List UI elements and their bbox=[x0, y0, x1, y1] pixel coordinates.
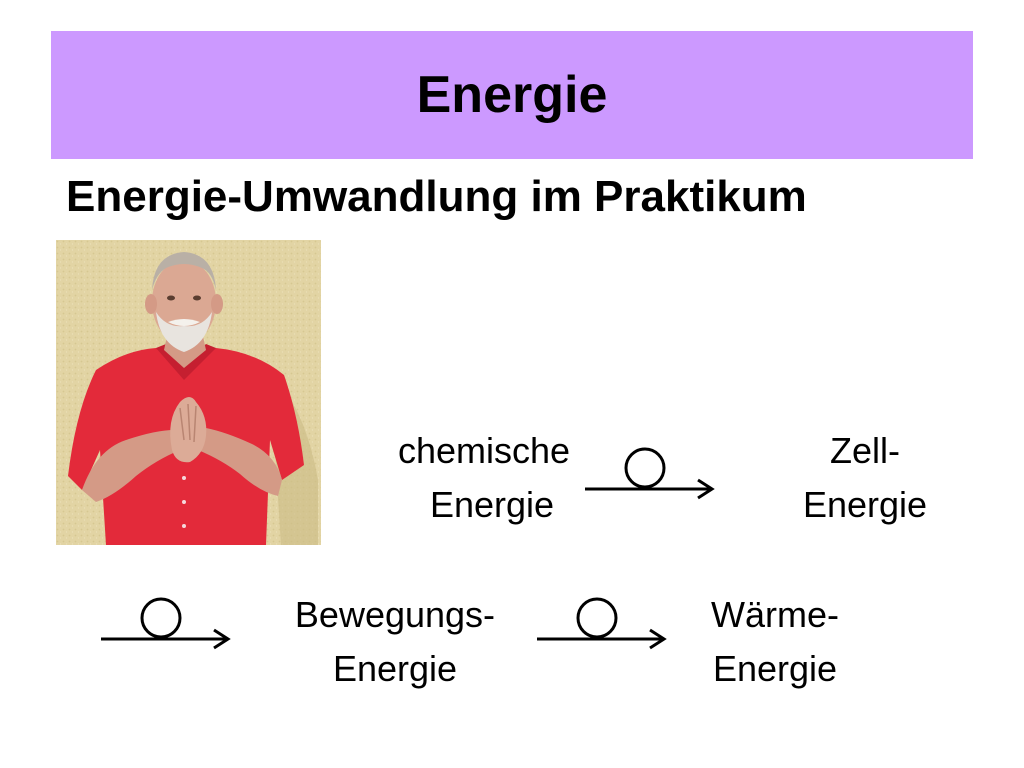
slide-subtitle: Energie-Umwandlung im Praktikum bbox=[66, 172, 807, 221]
conversion-arrow-1 bbox=[585, 447, 715, 500]
label-chemical-energy: chemische Energie bbox=[380, 424, 588, 532]
label-chemical-line2: Energie bbox=[429, 484, 555, 525]
face bbox=[152, 260, 216, 344]
label-motion-line2: Energie bbox=[332, 648, 458, 689]
label-motion-line1: Bewegungs- bbox=[294, 594, 496, 635]
label-heat-line1: Wärme- bbox=[711, 594, 839, 635]
white-beard bbox=[156, 312, 212, 352]
conversion-arrow-3 bbox=[537, 597, 667, 650]
label-cell-line2: Energie bbox=[802, 484, 928, 525]
label-cell-line1: Zell- bbox=[830, 430, 900, 471]
conversion-arrow-2 bbox=[101, 597, 231, 650]
label-motion-energy: Bewegungs- Energie bbox=[280, 588, 510, 696]
person-photo bbox=[56, 240, 321, 545]
label-cell-energy: Zell- Energie bbox=[790, 424, 940, 532]
slide-title: Energie bbox=[416, 66, 608, 124]
label-chemical-line1: chemische bbox=[397, 430, 571, 471]
right-arm bbox=[198, 428, 282, 496]
clapping-hands bbox=[170, 397, 207, 463]
title-bar: Energie bbox=[51, 31, 973, 159]
label-heat-line2: Energie bbox=[712, 648, 838, 689]
label-heat-energy: Wärme- Energie bbox=[690, 588, 860, 696]
left-arm bbox=[82, 430, 180, 502]
